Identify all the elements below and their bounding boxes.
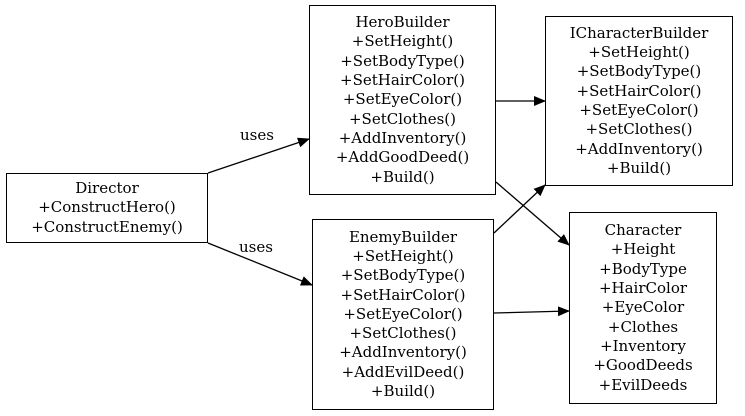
character-member: +BodyType: [599, 259, 687, 278]
icharacterbuilder-member: +SetHeight(): [588, 43, 690, 62]
enemybuilder-member: +SetClothes(): [349, 324, 457, 343]
enemybuilder-node: EnemyBuilder +SetHeight() +SetBodyType()…: [312, 219, 494, 410]
character-member: +EyeColor: [601, 298, 685, 317]
edge-label-uses-hero: uses: [240, 126, 274, 144]
icharacterbuilder-member: +Build(): [606, 158, 672, 177]
herobuilder-member: +SetHeight(): [351, 32, 454, 51]
enemybuilder-member: +SetEyeColor(): [343, 304, 463, 323]
herobuilder-member: +SetHairColor(): [340, 71, 465, 90]
director-title: Director: [75, 179, 139, 198]
enemybuilder-member: +AddEvilDeed(): [341, 362, 465, 381]
herobuilder-member: +Build(): [370, 167, 435, 186]
enemybuilder-member: +Build(): [370, 382, 436, 401]
enemybuilder-member: +AddInventory(): [339, 343, 467, 362]
herobuilder-member: +AddGoodDeed(): [335, 148, 470, 167]
character-member: +Height: [610, 240, 676, 259]
herobuilder-node: HeroBuilder +SetHeight() +SetBodyType() …: [309, 5, 496, 195]
icharacterbuilder-title: ICharacterBuilder: [569, 23, 709, 42]
director-member: +ConstructEnemy(): [31, 217, 183, 236]
edge-director-to-herobuilder: [207, 137, 310, 174]
edge-enemybuilder-to-icharacterbuilder: [493, 184, 546, 234]
edge-label-uses-enemy: uses: [239, 238, 273, 256]
character-member: +HairColor: [598, 279, 688, 298]
enemybuilder-member: +SetHeight(): [352, 246, 454, 265]
character-member: +EvilDeeds: [598, 375, 688, 394]
character-member: +Clothes: [607, 317, 679, 336]
icharacterbuilder-node: ICharacterBuilder +SetHeight() +SetBodyT…: [545, 16, 733, 186]
herobuilder-member: +SetEyeColor(): [342, 90, 463, 109]
icharacterbuilder-member: +SetClothes(): [585, 120, 693, 139]
enemybuilder-member: +SetBodyType(): [340, 266, 466, 285]
edge-herobuilder-to-character: [495, 181, 570, 246]
enemybuilder-title: EnemyBuilder: [348, 227, 458, 246]
director-member: +ConstructHero(): [38, 198, 176, 217]
director-node: Director +ConstructHero() +ConstructEnem…: [6, 173, 208, 243]
herobuilder-member: +SetClothes(): [348, 109, 457, 128]
icharacterbuilder-member: +SetEyeColor(): [579, 101, 699, 119]
enemybuilder-member: +SetHairColor(): [340, 285, 466, 304]
character-title: Character: [604, 221, 682, 240]
herobuilder-title: HeroBuilder: [355, 13, 450, 32]
character-node: Character +Height +BodyType +HairColor +…: [569, 212, 717, 404]
icharacterbuilder-member: +SetHairColor(): [576, 81, 702, 100]
character-member: +GoodDeeds: [593, 356, 693, 375]
edge-enemybuilder-to-character: [493, 306, 570, 317]
icharacterbuilder-member: +SetBodyType(): [576, 62, 702, 81]
herobuilder-member: +AddInventory(): [338, 128, 467, 147]
character-member: +Inventory: [600, 336, 686, 355]
herobuilder-member: +SetBodyType(): [340, 51, 465, 70]
edge-director-to-enemybuilder: [207, 242, 313, 286]
icharacterbuilder-member: +AddInventory(): [575, 139, 703, 158]
